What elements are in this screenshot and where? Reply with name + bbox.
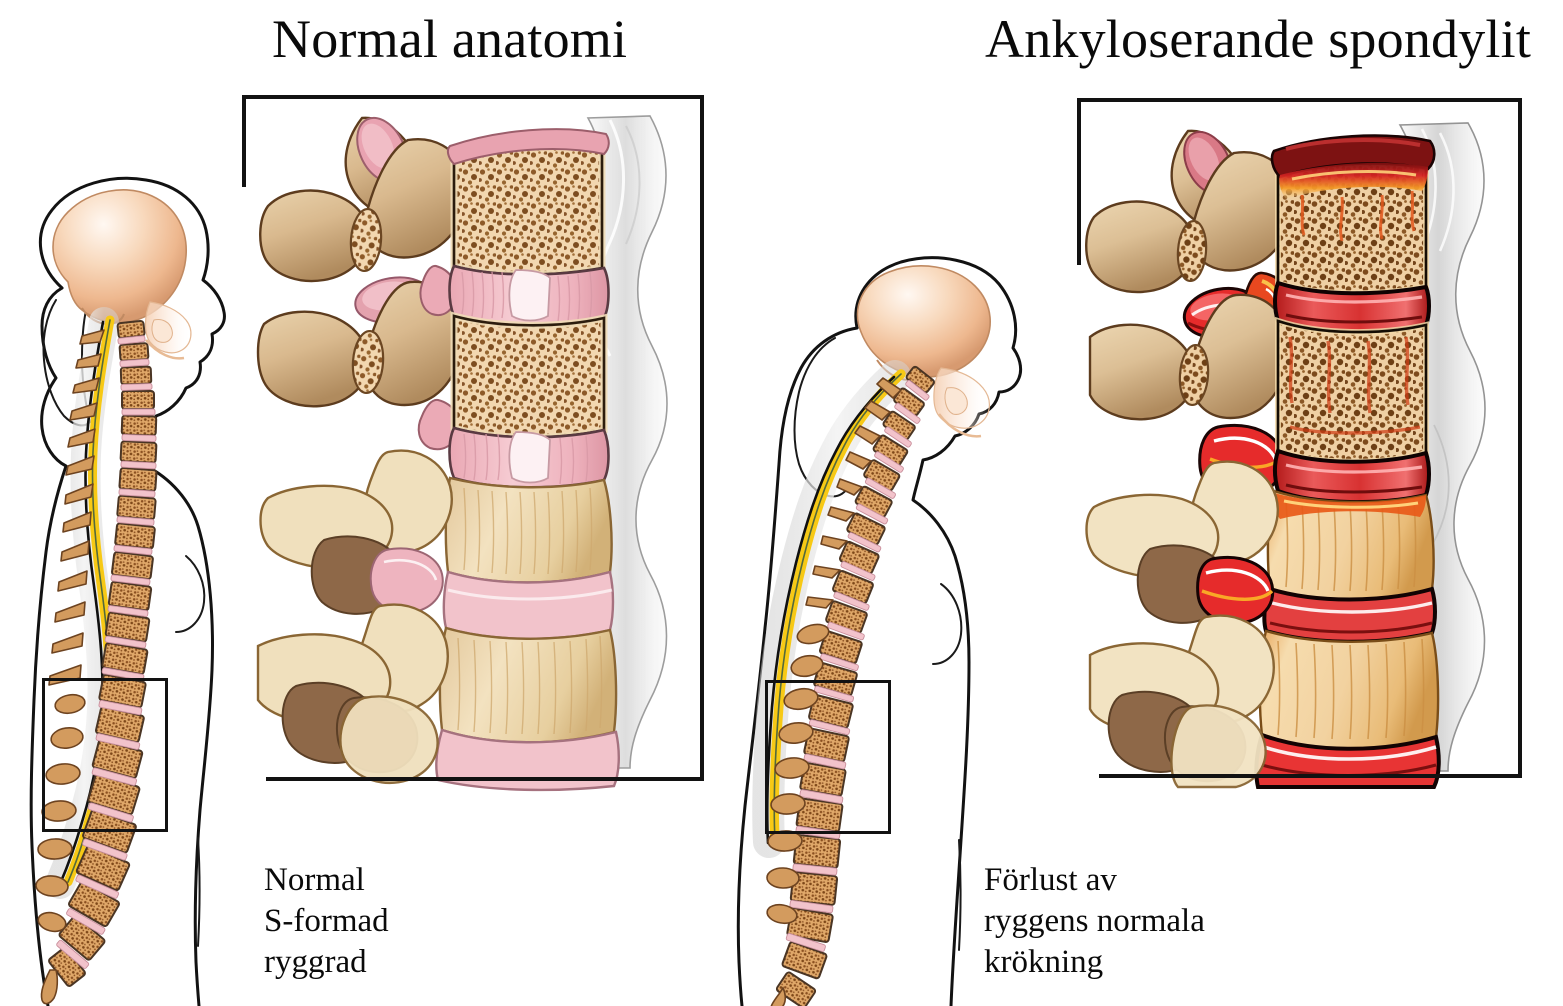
frame-bottom-edge: [1099, 774, 1522, 778]
detail-callout-frame-ankylosing: [1077, 98, 1522, 778]
inflamed-fused-vertebrae-detail: [1085, 115, 1535, 789]
caption-line: ryggens normala: [984, 903, 1205, 939]
caption-line: Normal: [264, 862, 365, 898]
frame-top-edge: [1077, 98, 1522, 102]
magnified-region-box-ankylosing: [765, 680, 891, 834]
caption-line: krökning: [984, 944, 1104, 980]
panel-title-ankylosing-spondylitis: Ankyloserande spondylit: [985, 9, 1532, 69]
frame-left-edge: [1077, 98, 1081, 265]
magnified-region-box-normal: [42, 678, 168, 832]
frame-left-edge: [242, 95, 246, 187]
frame-right-edge: [700, 95, 704, 781]
caption-line: S-formad: [264, 903, 389, 939]
frame-bottom-edge: [266, 777, 704, 781]
frame-top-edge: [242, 95, 704, 99]
normal-lumbar-vertebrae-detail: [256, 100, 708, 792]
panel-title-normal: Normal anatomi: [272, 9, 628, 69]
detail-callout-frame-normal: [242, 95, 704, 781]
frame-right-edge: [1518, 98, 1522, 778]
caption-line: ryggrad: [264, 944, 367, 980]
kyphotic-spine-silhouette: [735, 250, 1025, 1006]
caption-normal-spine: Normal S-formad ryggrad: [264, 860, 389, 983]
normal-spine-silhouette: [0, 170, 265, 1006]
caption-ankylosing-spine: Förlust av ryggens normala krökning: [984, 860, 1205, 983]
caption-line: Förlust av: [984, 862, 1117, 898]
